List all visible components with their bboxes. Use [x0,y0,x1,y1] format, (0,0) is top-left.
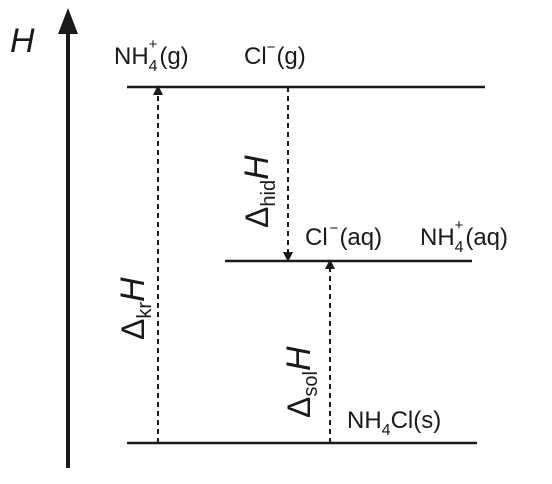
axis-arrowhead [58,8,78,34]
species-nh4-aq: NH4+(aq) [420,217,508,256]
hydration-enthalpy-label: ΔhidH [238,155,280,228]
species-nh4-gas: NH4+(g) [114,36,189,75]
axis-label: H [10,22,35,60]
species-nh4cl-solid: NH4Cl(s) [347,407,441,439]
lattice-enthalpy-label: ΔkrH [114,277,156,340]
svg-text:ΔhidH: ΔhidH [238,155,280,228]
svg-text:ΔkrH: ΔkrH [114,277,156,340]
species-cl-aq: Cl−(aq) [305,220,382,251]
species-cl-gas: Cl−(g) [244,39,306,70]
svg-text:ΔsolH: ΔsolH [280,346,322,418]
solution-enthalpy-label: ΔsolH [280,346,322,418]
